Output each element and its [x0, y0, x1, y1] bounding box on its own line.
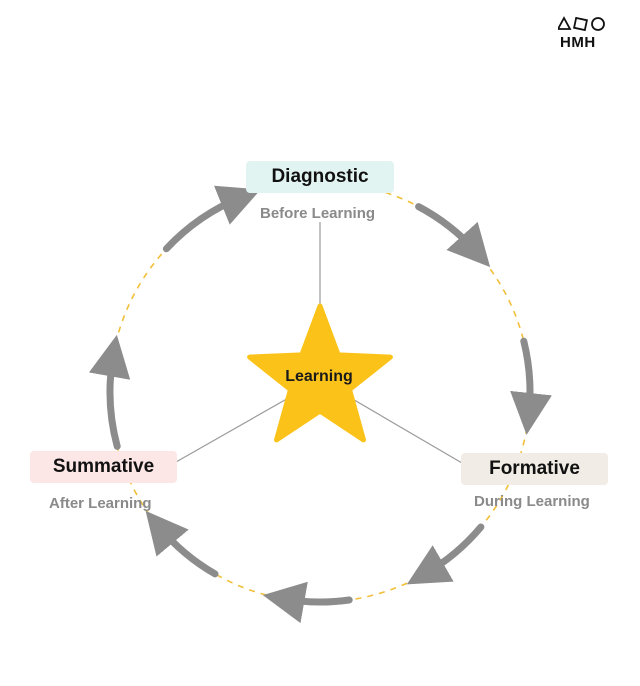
- formative-subtitle: During Learning: [474, 493, 590, 510]
- curved-arrow-icon: [406, 523, 485, 585]
- curved-arrow-icon: [262, 581, 353, 624]
- diagnostic-label: Diagnostic: [246, 161, 394, 193]
- curved-arrow-icon: [415, 203, 491, 268]
- brand-name: HMH: [560, 34, 596, 51]
- curved-arrow-icon: [162, 185, 261, 253]
- summative-label: Summative: [30, 451, 177, 483]
- star-icon: [247, 303, 393, 443]
- curved-arrow-icon: [510, 337, 552, 435]
- hmh-logo: HMH: [558, 16, 614, 56]
- diagnostic-subtitle: Before Learning: [260, 205, 376, 222]
- center-label: Learning: [285, 368, 353, 385]
- formative-label: Formative: [461, 453, 608, 485]
- curved-arrow-icon: [88, 334, 131, 450]
- brand-shapes-icon: [558, 16, 605, 32]
- curved-arrow-icon: [145, 510, 219, 578]
- summative-subtitle: After Learning: [49, 495, 152, 512]
